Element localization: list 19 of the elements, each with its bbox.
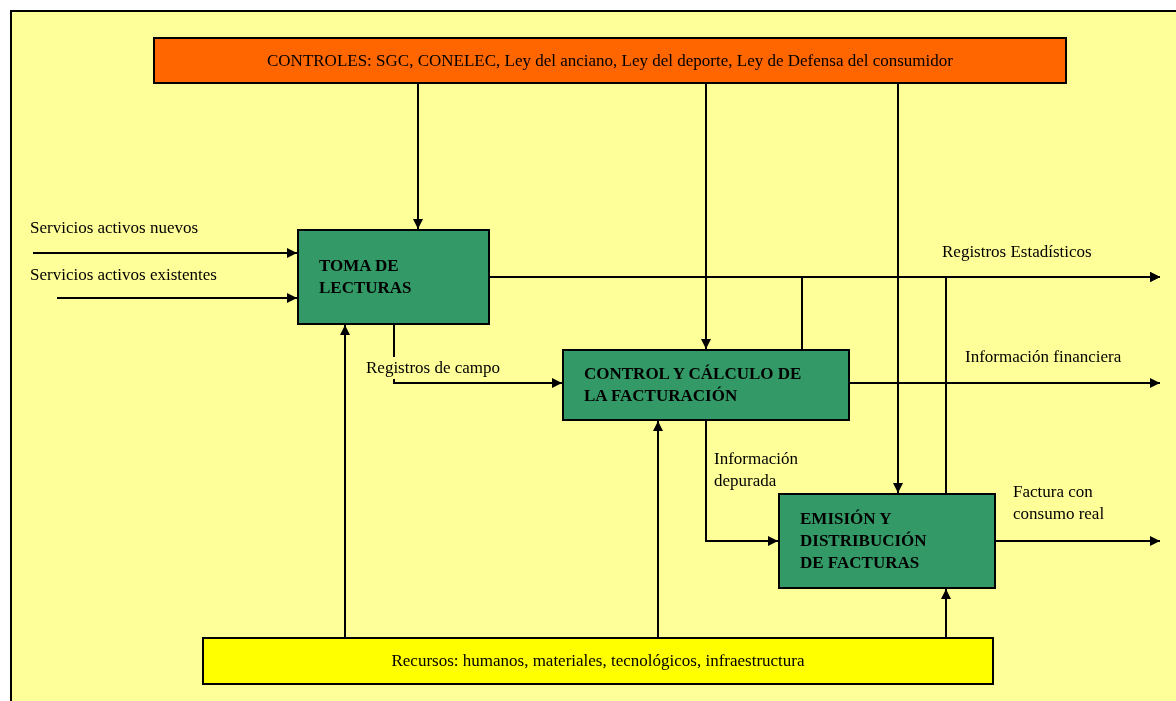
arrow (56, 293, 298, 303)
arrow (945, 272, 1161, 494)
arrow (995, 536, 1161, 546)
arrow (849, 378, 1161, 388)
arrow (893, 83, 903, 494)
arrow (32, 248, 298, 258)
control-box: CONTROLES: SGC, CONELEC, Ley del anciano, Ley del deporte, Ley de Defensa del consumidor (153, 37, 1067, 84)
arrow (393, 324, 563, 388)
process-box: TOMA DE LECTURAS (297, 229, 490, 325)
arrow (941, 588, 951, 638)
process-box: EMISIÓN Y DISTRIBUCIÓN DE FACTURAS (778, 493, 996, 589)
process-box: CONTROL Y CÁLCULO DE LA FACTURACIÓN (562, 349, 850, 421)
arrow (705, 420, 779, 546)
arrow (653, 420, 663, 638)
edge-label: Registros de campo (366, 357, 501, 379)
arrow (413, 83, 423, 230)
arrow (701, 83, 711, 350)
resource-box: Recursos: humanos, materiales, tecnológicos, infraestructura (202, 637, 994, 685)
arrow (340, 324, 350, 638)
